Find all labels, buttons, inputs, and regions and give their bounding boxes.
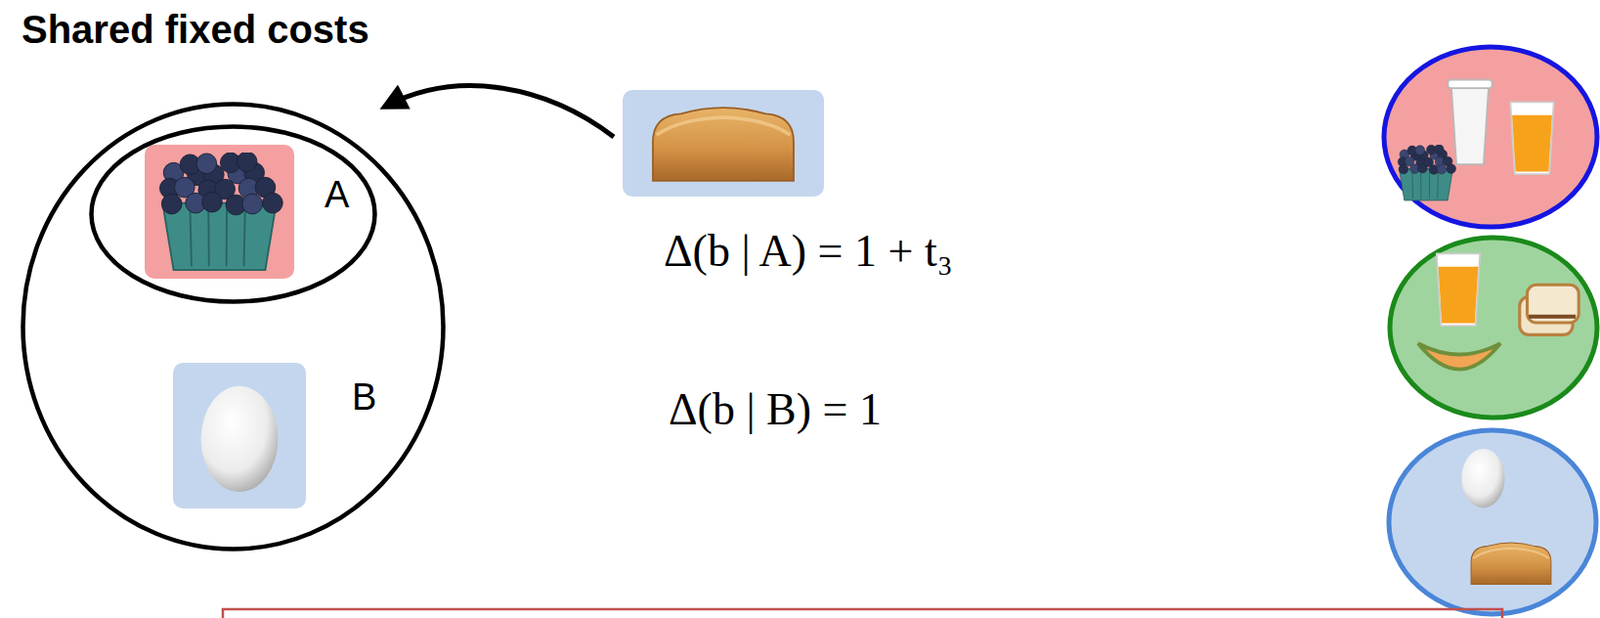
set-label: A [324, 175, 349, 214]
add-arrow [387, 86, 614, 137]
egg-card [201, 386, 279, 492]
equation: Δ(b | B) = 1 [668, 385, 882, 435]
set-ellipse: BA [20, 101, 446, 552]
blueberry-card [144, 144, 295, 279]
blue-basket-circle [1462, 448, 1506, 509]
green-basket-circle [1519, 284, 1579, 335]
pink-basket-circle [1510, 101, 1554, 174]
green-basket-circle [1418, 343, 1501, 369]
blueberry-card [144, 144, 295, 279]
green-basket-circle [1436, 253, 1480, 326]
pink-basket-circle [1383, 46, 1598, 227]
subset-ellipse: A [88, 124, 378, 304]
ellipse-outline [20, 101, 446, 552]
blue-basket-circle [1388, 430, 1597, 614]
green-basket-circle [1389, 237, 1598, 418]
blueberry-card [160, 151, 284, 270]
bread-card [622, 89, 824, 197]
ellipse-outline [91, 127, 376, 303]
equation: Δ(b | A) = 1 + t₃ [663, 226, 953, 277]
set-label: B [351, 378, 377, 416]
ellipse-outline [23, 104, 444, 550]
blue-basket-circle [1470, 542, 1552, 584]
egg-card [172, 362, 306, 509]
pink-basket-circle [1397, 144, 1456, 201]
bread-card [652, 107, 794, 181]
blue-basket-circle [1388, 430, 1597, 614]
pink-basket-circle [1447, 80, 1492, 166]
ellipse-outline [88, 124, 378, 304]
note-box [222, 608, 1503, 618]
egg-card [172, 362, 306, 509]
green-basket-circle [1389, 237, 1598, 418]
pink-basket-circle [1383, 46, 1598, 227]
bread-card [622, 89, 824, 197]
slide-title: Shared fixed costs [21, 7, 370, 51]
